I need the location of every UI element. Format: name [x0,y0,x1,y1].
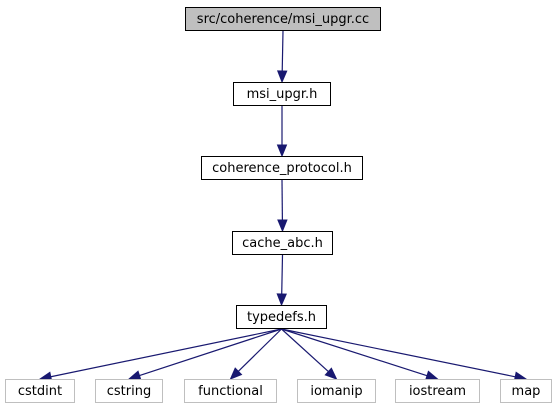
edge-typedefs-to-iomanip [281,328,329,373]
edge-typedefs-to-cstring [139,328,282,377]
edge-typedefs-to-iostream [281,328,428,377]
node-coherence-protocol-h[interactable]: coherence_protocol.h [201,156,363,180]
arrowhead-cache-to-typedefs [276,293,287,307]
arrowhead-typedefs-to-functional [229,367,243,380]
edge-typedefs-to-map [281,328,516,378]
node-typedefs-h[interactable]: typedefs.h [236,305,327,329]
node-msi-upgr-cc[interactable]: src/coherence/msi_upgr.cc [185,7,381,31]
arrowhead-src-to-msi [276,70,288,84]
node-functional: functional [184,379,277,403]
node-msi-upgr-h[interactable]: msi_upgr.h [233,82,331,106]
arrowhead-msi-to-coh [276,144,288,158]
edge-typedefs-to-cstdint [50,328,282,378]
node-iostream: iostream [395,379,480,403]
node-cstring: cstring [95,379,163,403]
dependency-edges [38,30,528,382]
arrowhead-coh-to-cache [277,219,288,233]
node-iomanip: iomanip [297,379,376,403]
edge-src-to-msi [281,30,284,72]
arrowhead-typedefs-to-iomanip [324,367,338,380]
node-cstdint: cstdint [5,379,75,403]
edge-typedefs-to-functional [237,328,282,372]
edge-cache-to-typedefs [281,254,284,295]
node-map: map [500,379,552,403]
node-cache-abc-h[interactable]: cache_abc.h [232,231,333,255]
